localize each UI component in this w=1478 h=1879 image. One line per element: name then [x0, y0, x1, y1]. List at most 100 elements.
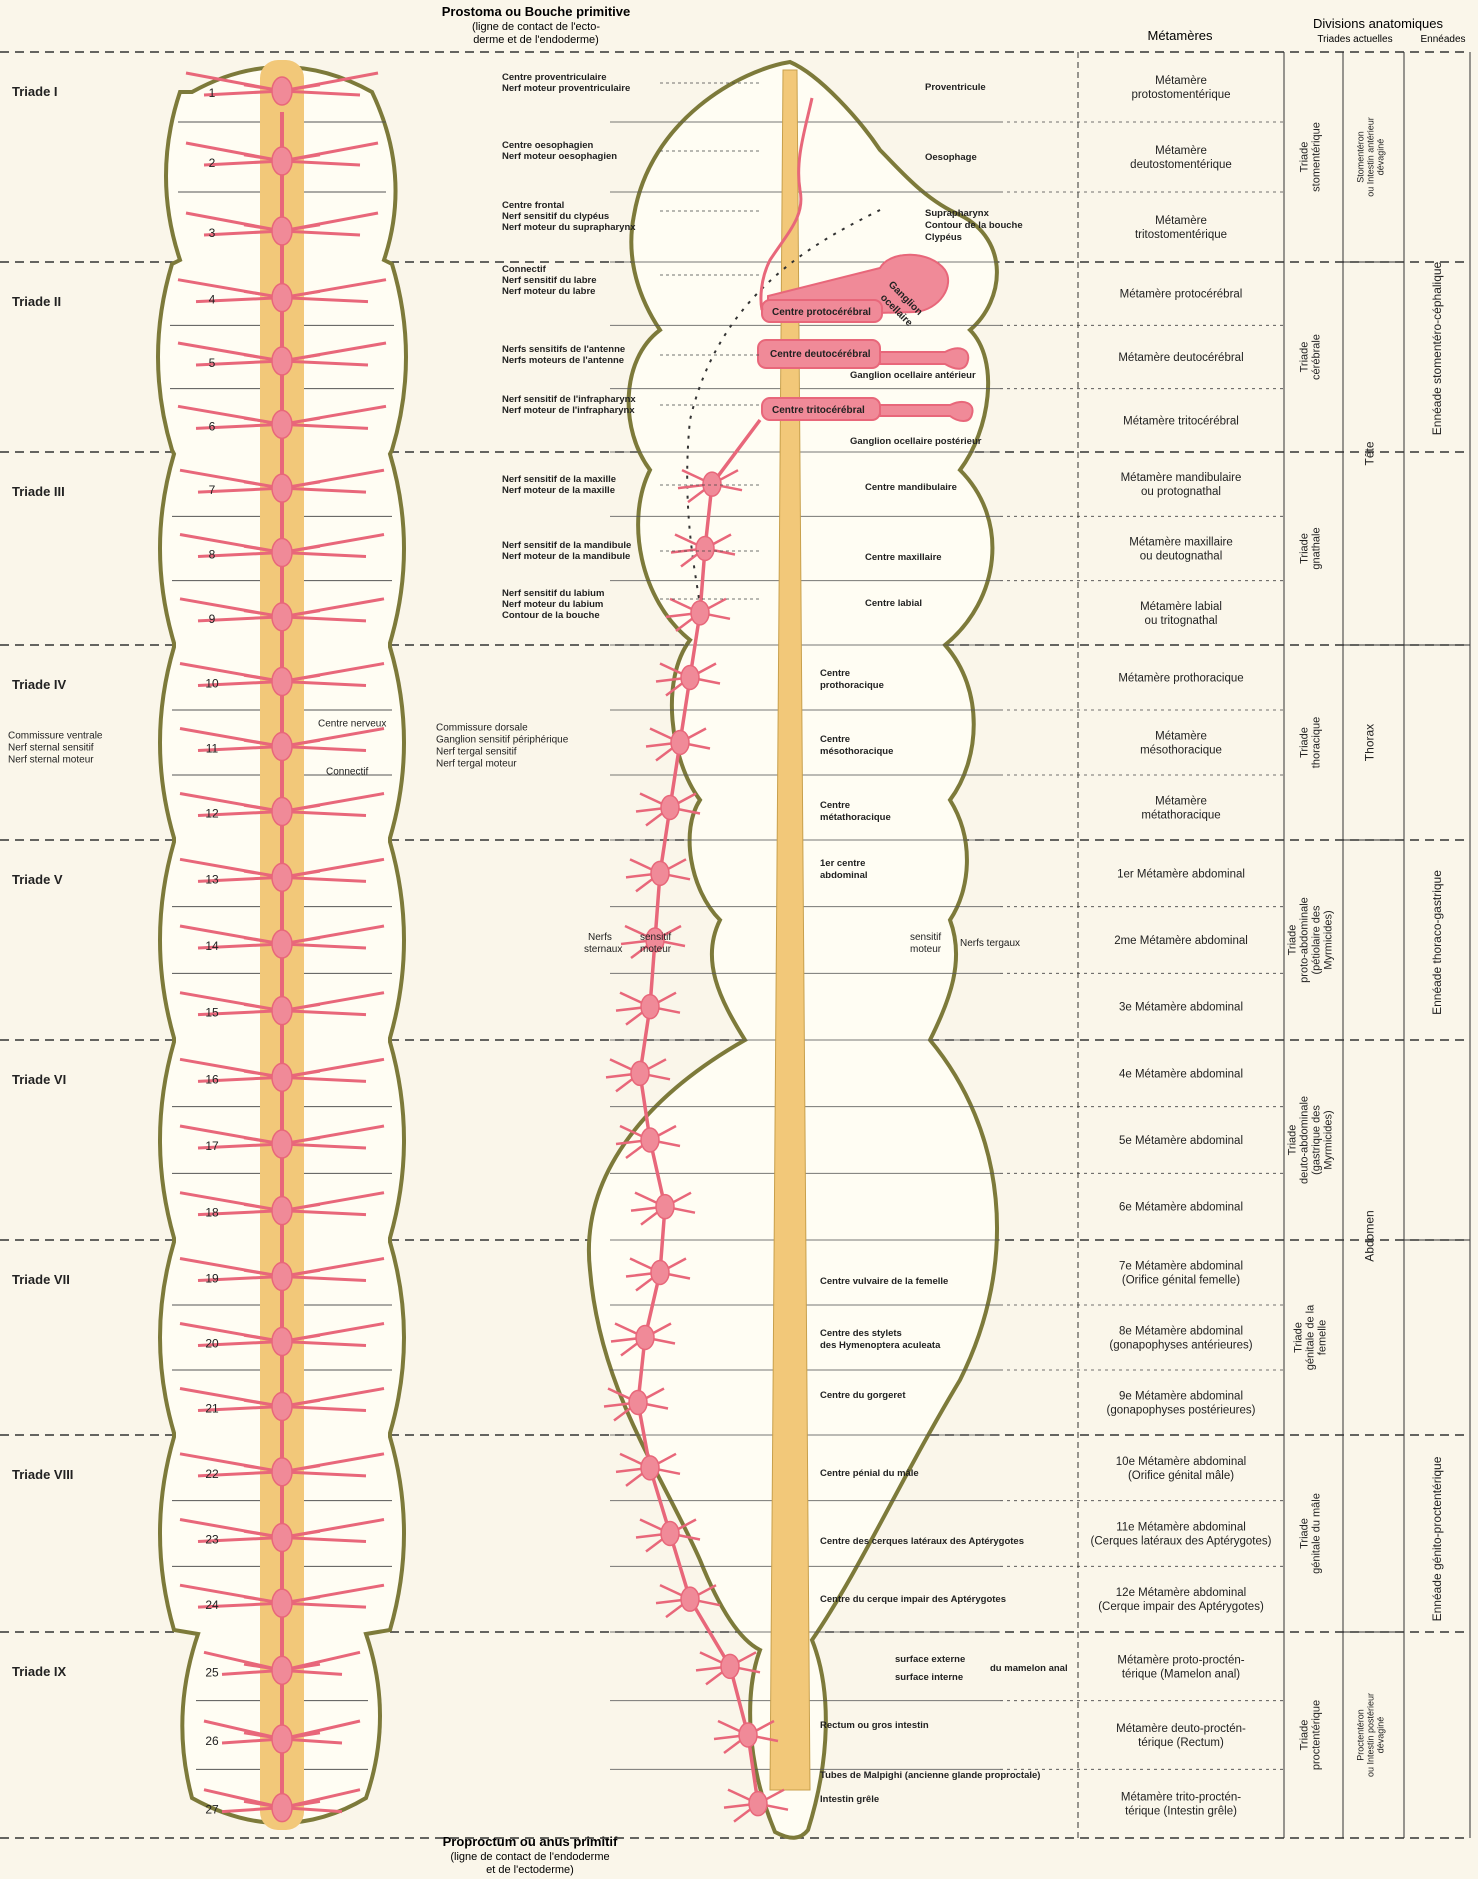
current-triad-label: Myrmicides)	[1323, 1110, 1335, 1169]
metamere-label: (Orifice génital femelle)	[1122, 1275, 1240, 1287]
segment-number: 3	[209, 226, 216, 240]
segment-callout-right: Commissure dorsale	[436, 723, 528, 734]
ganglion-node	[272, 863, 292, 891]
metamere-label: 2me Métamère abdominal	[1114, 935, 1248, 947]
metamere-label: 8e Métamère abdominal	[1119, 1326, 1243, 1338]
segment-number: 10	[205, 677, 219, 691]
metamere-label: Métamère	[1155, 215, 1207, 227]
metamere-label: 7e Métamère abdominal	[1119, 1261, 1243, 1273]
current-triad-label: génitale du mâle	[1311, 1493, 1323, 1574]
segment-callout-left: Nerf sternal moteur	[8, 755, 94, 766]
insect-right-callout: Suprapharynx	[925, 208, 990, 219]
triad-label: Triade VI	[12, 1072, 66, 1087]
insect-ganglion-node	[703, 472, 721, 496]
ganglion-node	[272, 147, 292, 175]
ganglion-node	[272, 798, 292, 826]
insect-right-callout: Tubes de Malpighi (ancienne glande propr…	[820, 1770, 1040, 1781]
insect-ganglion-node	[651, 861, 669, 885]
insect-right-callout: Centre pénial du mâle	[820, 1468, 919, 1479]
metamere-label: métathoracique	[1141, 810, 1220, 822]
current-triad-label: proto-abdominale	[1299, 897, 1311, 983]
segment-number: 6	[209, 419, 216, 433]
svg-text:Proproctum ou anus primitif: Proproctum ou anus primitif	[443, 1834, 618, 1849]
insect-right-callout: Centre labial	[865, 598, 922, 609]
triad-label: Triade IX	[12, 1664, 67, 1679]
segment-callout-right: Nerf tergal moteur	[436, 759, 517, 770]
segment-number: 18	[205, 1206, 219, 1220]
insect-left-callout: Centre oesophagien	[502, 140, 594, 151]
insect-right-callout: métathoracique	[820, 812, 891, 823]
metamere-label: Métamère proto-proctén-	[1117, 1654, 1244, 1666]
metamere-label: ou protognathal	[1141, 486, 1221, 498]
segment-number: 22	[205, 1467, 219, 1481]
metamere-label: 4e Métamère abdominal	[1119, 1068, 1243, 1080]
insect-right-callout: Ganglion ocellaire antérieur	[850, 370, 976, 381]
ganglion-node	[272, 1458, 292, 1486]
ganglion-node	[272, 930, 292, 958]
insect-left-callout: Centre frontal	[502, 200, 564, 211]
surface-externe-label: surface externe	[895, 1654, 965, 1665]
body-region-label: dévaginé	[1376, 139, 1386, 176]
metamere-label: 3e Métamère abdominal	[1119, 1002, 1243, 1014]
metamere-label: Métamère protocérébral	[1120, 289, 1243, 301]
current-triad-label: Triade	[1287, 1125, 1299, 1156]
insect-right-callout: mésothoracique	[820, 746, 893, 757]
insect-right-callout: Centre vulvaire de la femelle	[820, 1276, 948, 1287]
svg-text:derme et de l'endoderme): derme et de l'endoderme)	[473, 34, 599, 46]
metamere-label: 6e Métamère abdominal	[1119, 1202, 1243, 1214]
triad-label: Triade IV	[12, 677, 67, 692]
tergal-moteur-label: moteur	[910, 944, 942, 955]
ganglion-node	[272, 539, 292, 567]
metamere-label: térique (Mamelon anal)	[1122, 1668, 1240, 1680]
insect-left-callout: Nerf sensitif du labium	[502, 588, 604, 599]
segment-number: 8	[209, 548, 216, 562]
segment-number: 26	[205, 1734, 219, 1748]
current-triad-label: proctentérique	[1311, 1700, 1323, 1770]
insect-ganglion-node	[681, 1587, 699, 1611]
body-region-label: Stomentéron	[1356, 131, 1366, 183]
ganglion-node	[272, 1130, 292, 1158]
insect-ganglion-node	[641, 1128, 659, 1152]
ganglion-node	[272, 1063, 292, 1091]
insect-left-callout: Nerf moteur du labium	[502, 599, 603, 610]
triad-label: Triade I	[12, 84, 58, 99]
insect-ganglion-node	[631, 1061, 649, 1085]
insect-ganglion-node	[641, 1456, 659, 1480]
svg-text:(ligne de contact de l'ecto-: (ligne de contact de l'ecto-	[472, 21, 600, 33]
tritocerebral-label: Centre tritocérébral	[772, 405, 865, 416]
current-triad-label: femelle	[1317, 1320, 1329, 1355]
metamere-label: protostomentérique	[1131, 89, 1230, 101]
nerf-moteur-label: moteur	[640, 944, 672, 955]
segment-number: 20	[205, 1337, 219, 1351]
segment-number: 1	[209, 86, 216, 100]
enneade-label: Ennéade génito-proctentérique	[1430, 1456, 1444, 1621]
triad-label: Triade II	[12, 294, 61, 309]
centre-nerveux-label: Centre nerveux	[318, 719, 386, 730]
nerfs-sternaux-label: sternaux	[584, 944, 622, 955]
insect-ganglion	[696, 1652, 760, 1684]
segment-number: 12	[205, 807, 219, 821]
insect-left-callout: Nerf sensitif de la maxille	[502, 474, 616, 485]
nerf-sensitif-label: sensitif	[640, 932, 671, 943]
metamere-label: tritostomentérique	[1135, 229, 1227, 241]
ganglion-node	[272, 1589, 292, 1617]
insect-ganglion-node	[691, 601, 709, 625]
header-metameres: Métamères	[1147, 28, 1213, 43]
insect-right-callout: 1er centre	[820, 858, 865, 869]
insect-ganglion-node	[641, 995, 659, 1019]
ganglion-node	[272, 668, 292, 696]
metamere-label: (gonapophyses antérieures)	[1109, 1340, 1252, 1352]
current-triad-label: Triade	[1299, 1720, 1311, 1751]
segment-number: 15	[205, 1006, 219, 1020]
current-triad-label: (pétiolaire des	[1311, 905, 1323, 975]
insect-ganglion-node	[656, 1195, 674, 1219]
segment-number: 27	[205, 1803, 219, 1817]
insect-right-callout: Rectum ou gros intestin	[820, 1720, 929, 1731]
current-triad-label: Triade	[1299, 727, 1311, 758]
segment-callout-right: Nerf tergal sensitif	[436, 747, 517, 758]
ganglion-node	[272, 284, 292, 312]
header-triades-actuelles: Triades actuelles	[1317, 34, 1392, 45]
header-divisions: Divisions anatomiques	[1313, 16, 1444, 31]
ganglion-node	[272, 733, 292, 761]
